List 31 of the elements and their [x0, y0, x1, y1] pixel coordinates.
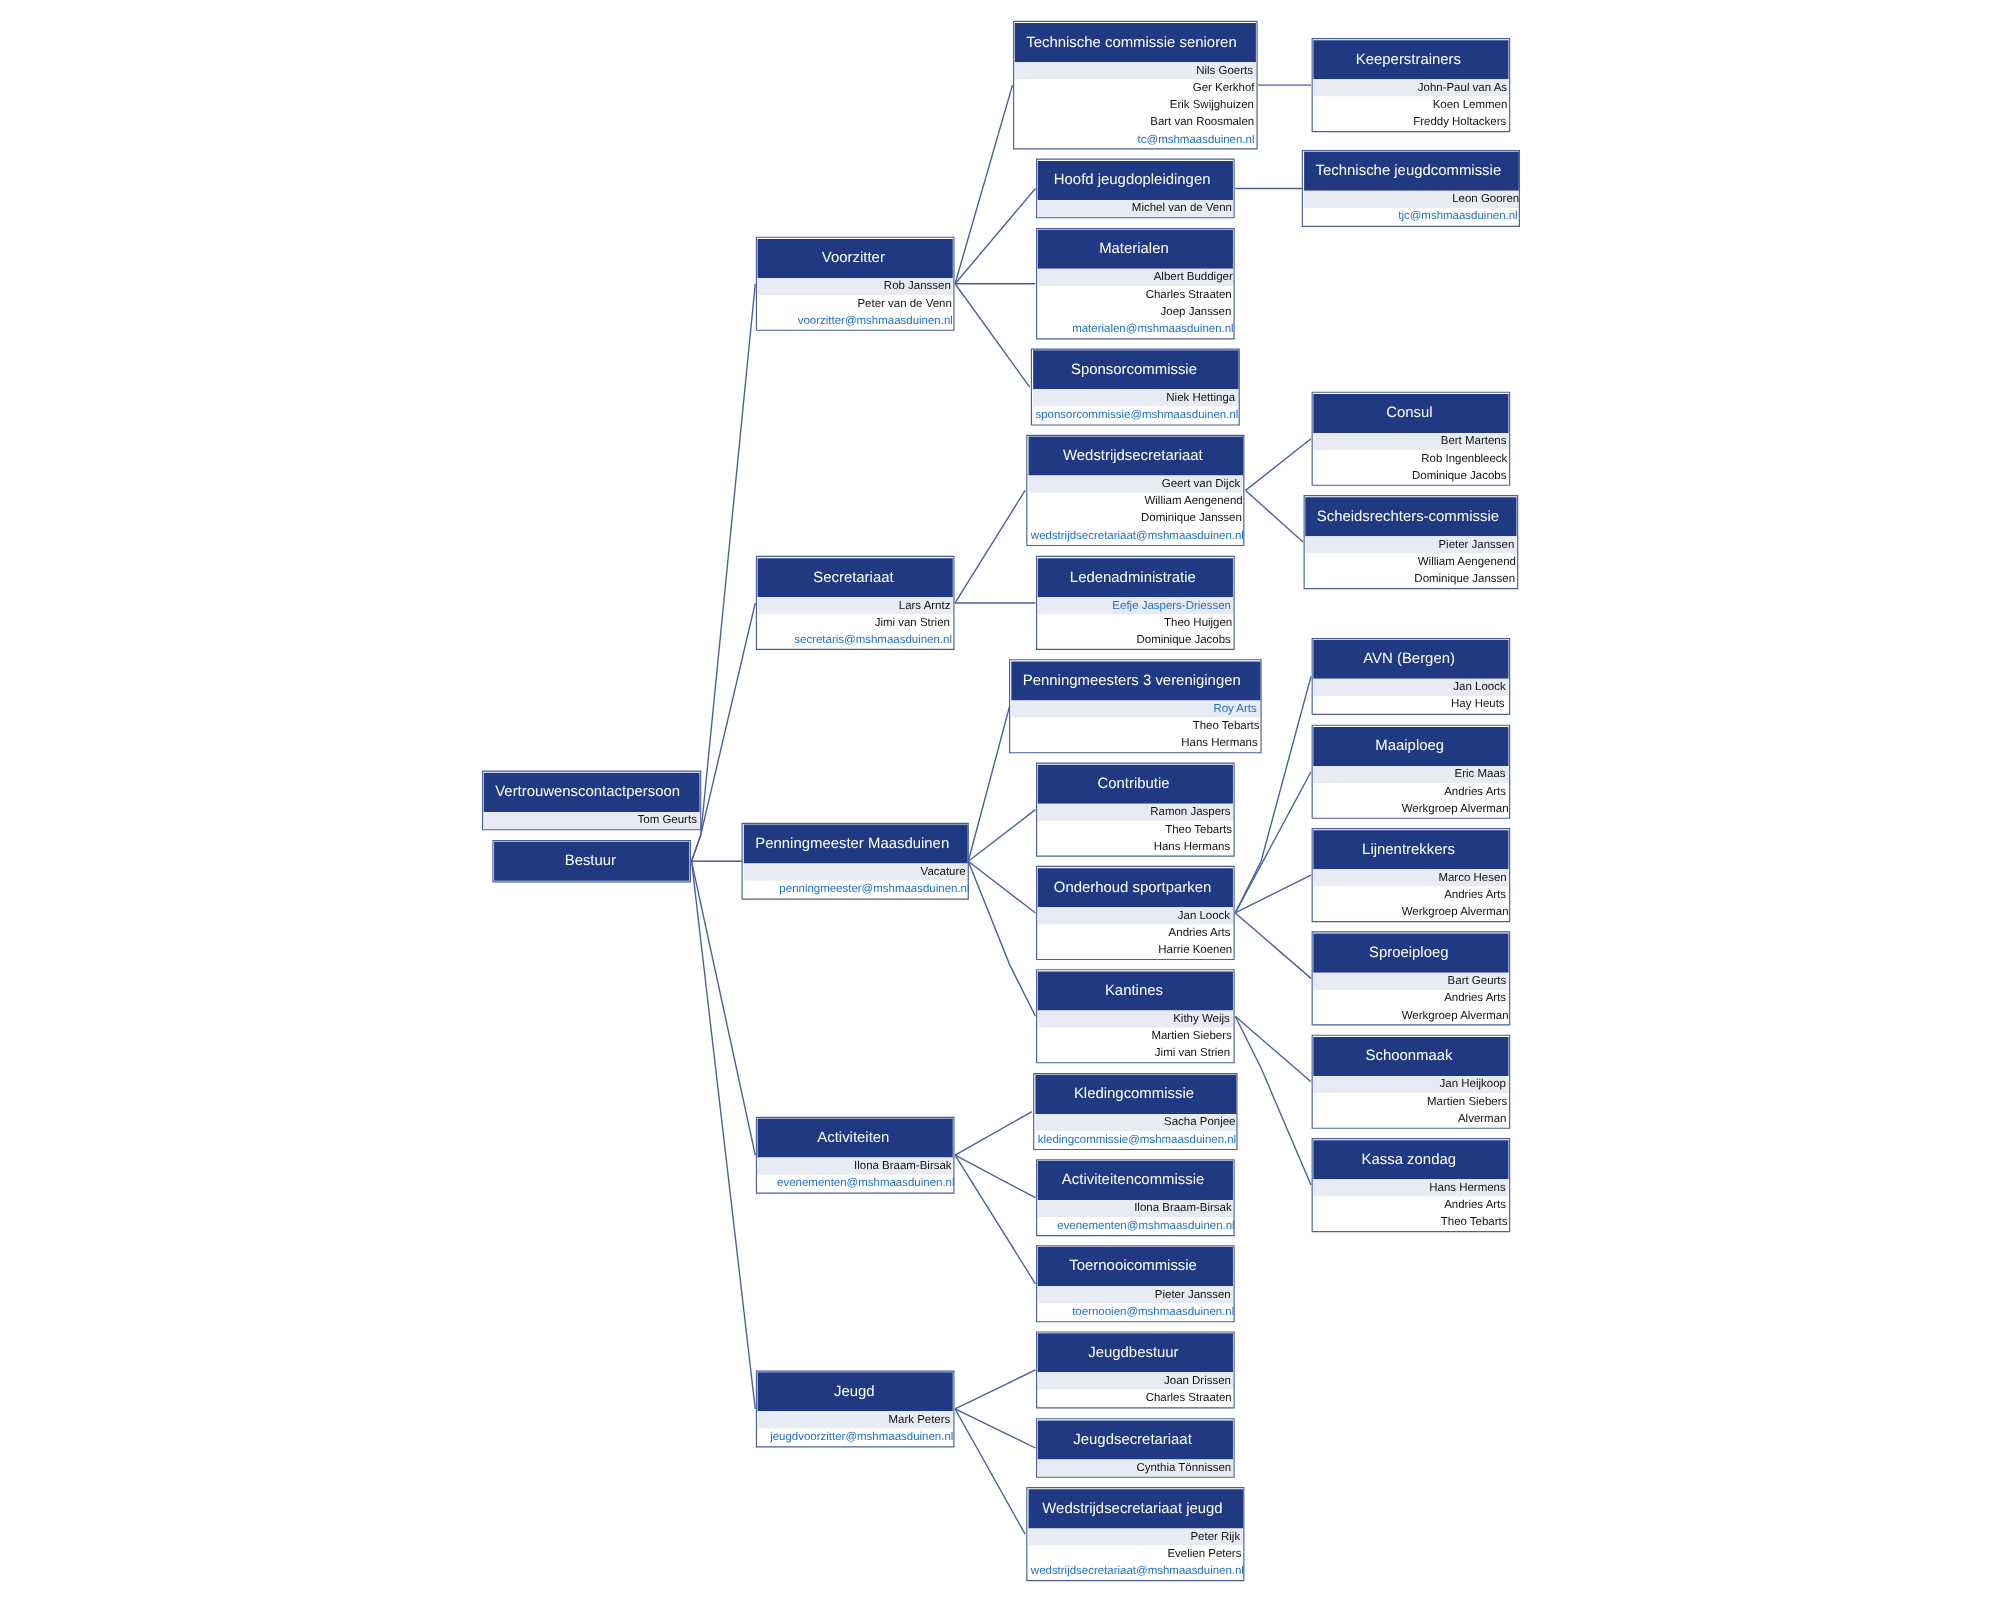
connector [1243, 438, 1311, 492]
connector [1233, 1015, 1311, 1186]
connector [953, 84, 1013, 285]
connector [689, 860, 742, 862]
connector [1233, 675, 1311, 914]
connector [953, 1408, 1036, 1449]
connector [689, 283, 755, 862]
connector [953, 1110, 1032, 1156]
connector [966, 860, 1036, 1017]
connector [953, 1154, 1036, 1199]
connector [953, 283, 1030, 388]
connector [1233, 1015, 1311, 1083]
connector [953, 602, 1036, 604]
connector [1233, 187, 1303, 190]
connector [953, 1408, 1025, 1535]
connector [966, 705, 1010, 862]
connector [1233, 874, 1311, 914]
connector [953, 283, 1036, 285]
connector [1233, 771, 1311, 914]
connector [953, 1154, 1036, 1285]
connector [953, 187, 1036, 285]
connector [1233, 912, 1311, 980]
connector [689, 602, 755, 862]
connector [966, 808, 1036, 862]
connector [1256, 84, 1311, 86]
connector [953, 1369, 1036, 1410]
connector [1243, 489, 1303, 543]
connector [689, 860, 755, 1156]
connector [689, 860, 755, 1410]
connector [966, 860, 1036, 914]
connector [953, 489, 1025, 604]
